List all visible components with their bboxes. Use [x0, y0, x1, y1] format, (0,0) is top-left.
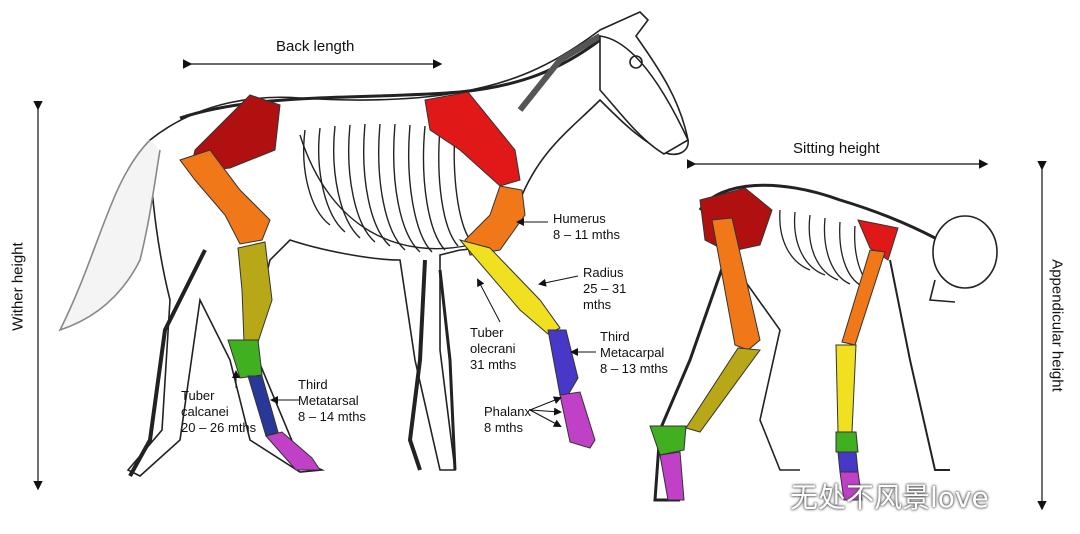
sitting-height-label: Sitting height [793, 140, 880, 157]
wither-height-label: Wither height [9, 242, 27, 331]
humerus-age: 8 – 11 mths [553, 227, 620, 242]
pointer-arrows [232, 218, 596, 427]
radius-label: Radius 25 – 31 mths [583, 265, 626, 313]
third-metacarpal-name1: Third [600, 329, 630, 344]
third-metatarsal-age: 8 – 14 mths [298, 409, 366, 424]
tuber-olecrani-age: 31 mths [470, 357, 517, 372]
third-metatarsal-name2: Metatarsal [298, 393, 359, 408]
third-metacarpal-name2: Metacarpal [600, 345, 665, 360]
tuber-calcanei-label: Tuber calcanei 20 – 26 mths [181, 388, 256, 436]
dimension-arrows [33, 59, 1047, 511]
human-colored-bones [649, 187, 899, 501]
phalanx-name: Phalanx [484, 404, 531, 419]
tuber-calcanei-name1: Tuber [181, 388, 215, 403]
tuber-olecrani-name2: olecrani [470, 341, 516, 356]
horse-colored-bones [179, 91, 596, 471]
tuber-calcanei-age: 20 – 26 mths [181, 420, 257, 435]
humerus-name: Humerus [553, 211, 606, 226]
radius-name: Radius [583, 265, 624, 280]
third-metatarsal-label: Third Metatarsal 8 – 14 mths [298, 377, 366, 425]
back-length-label: Back length [276, 38, 355, 55]
phalanx-label: Phalanx 8 mths [484, 404, 531, 436]
tuber-olecrani-name1: Tuber [470, 325, 504, 340]
radius-age-unit: mths [583, 297, 612, 312]
third-metacarpal-age: 8 – 13 mths [600, 361, 668, 376]
radius-age: 25 – 31 [583, 281, 627, 296]
phalanx-age: 8 mths [484, 420, 524, 435]
third-metacarpal-label: Third Metacarpal 8 – 13 mths [600, 329, 668, 377]
watermark: 无处不风景love [790, 481, 989, 514]
tuber-calcanei-name2: calcanei [181, 404, 229, 419]
third-metatarsal-name1: Third [298, 377, 328, 392]
humerus-label: Humerus 8 – 11 mths [553, 211, 620, 243]
appendicular-height-label: Appendicular height [1048, 259, 1066, 392]
horse-skeleton [58, 11, 690, 477]
tuber-olecrani-label: Tuber olecrani 31 mths [470, 325, 516, 373]
